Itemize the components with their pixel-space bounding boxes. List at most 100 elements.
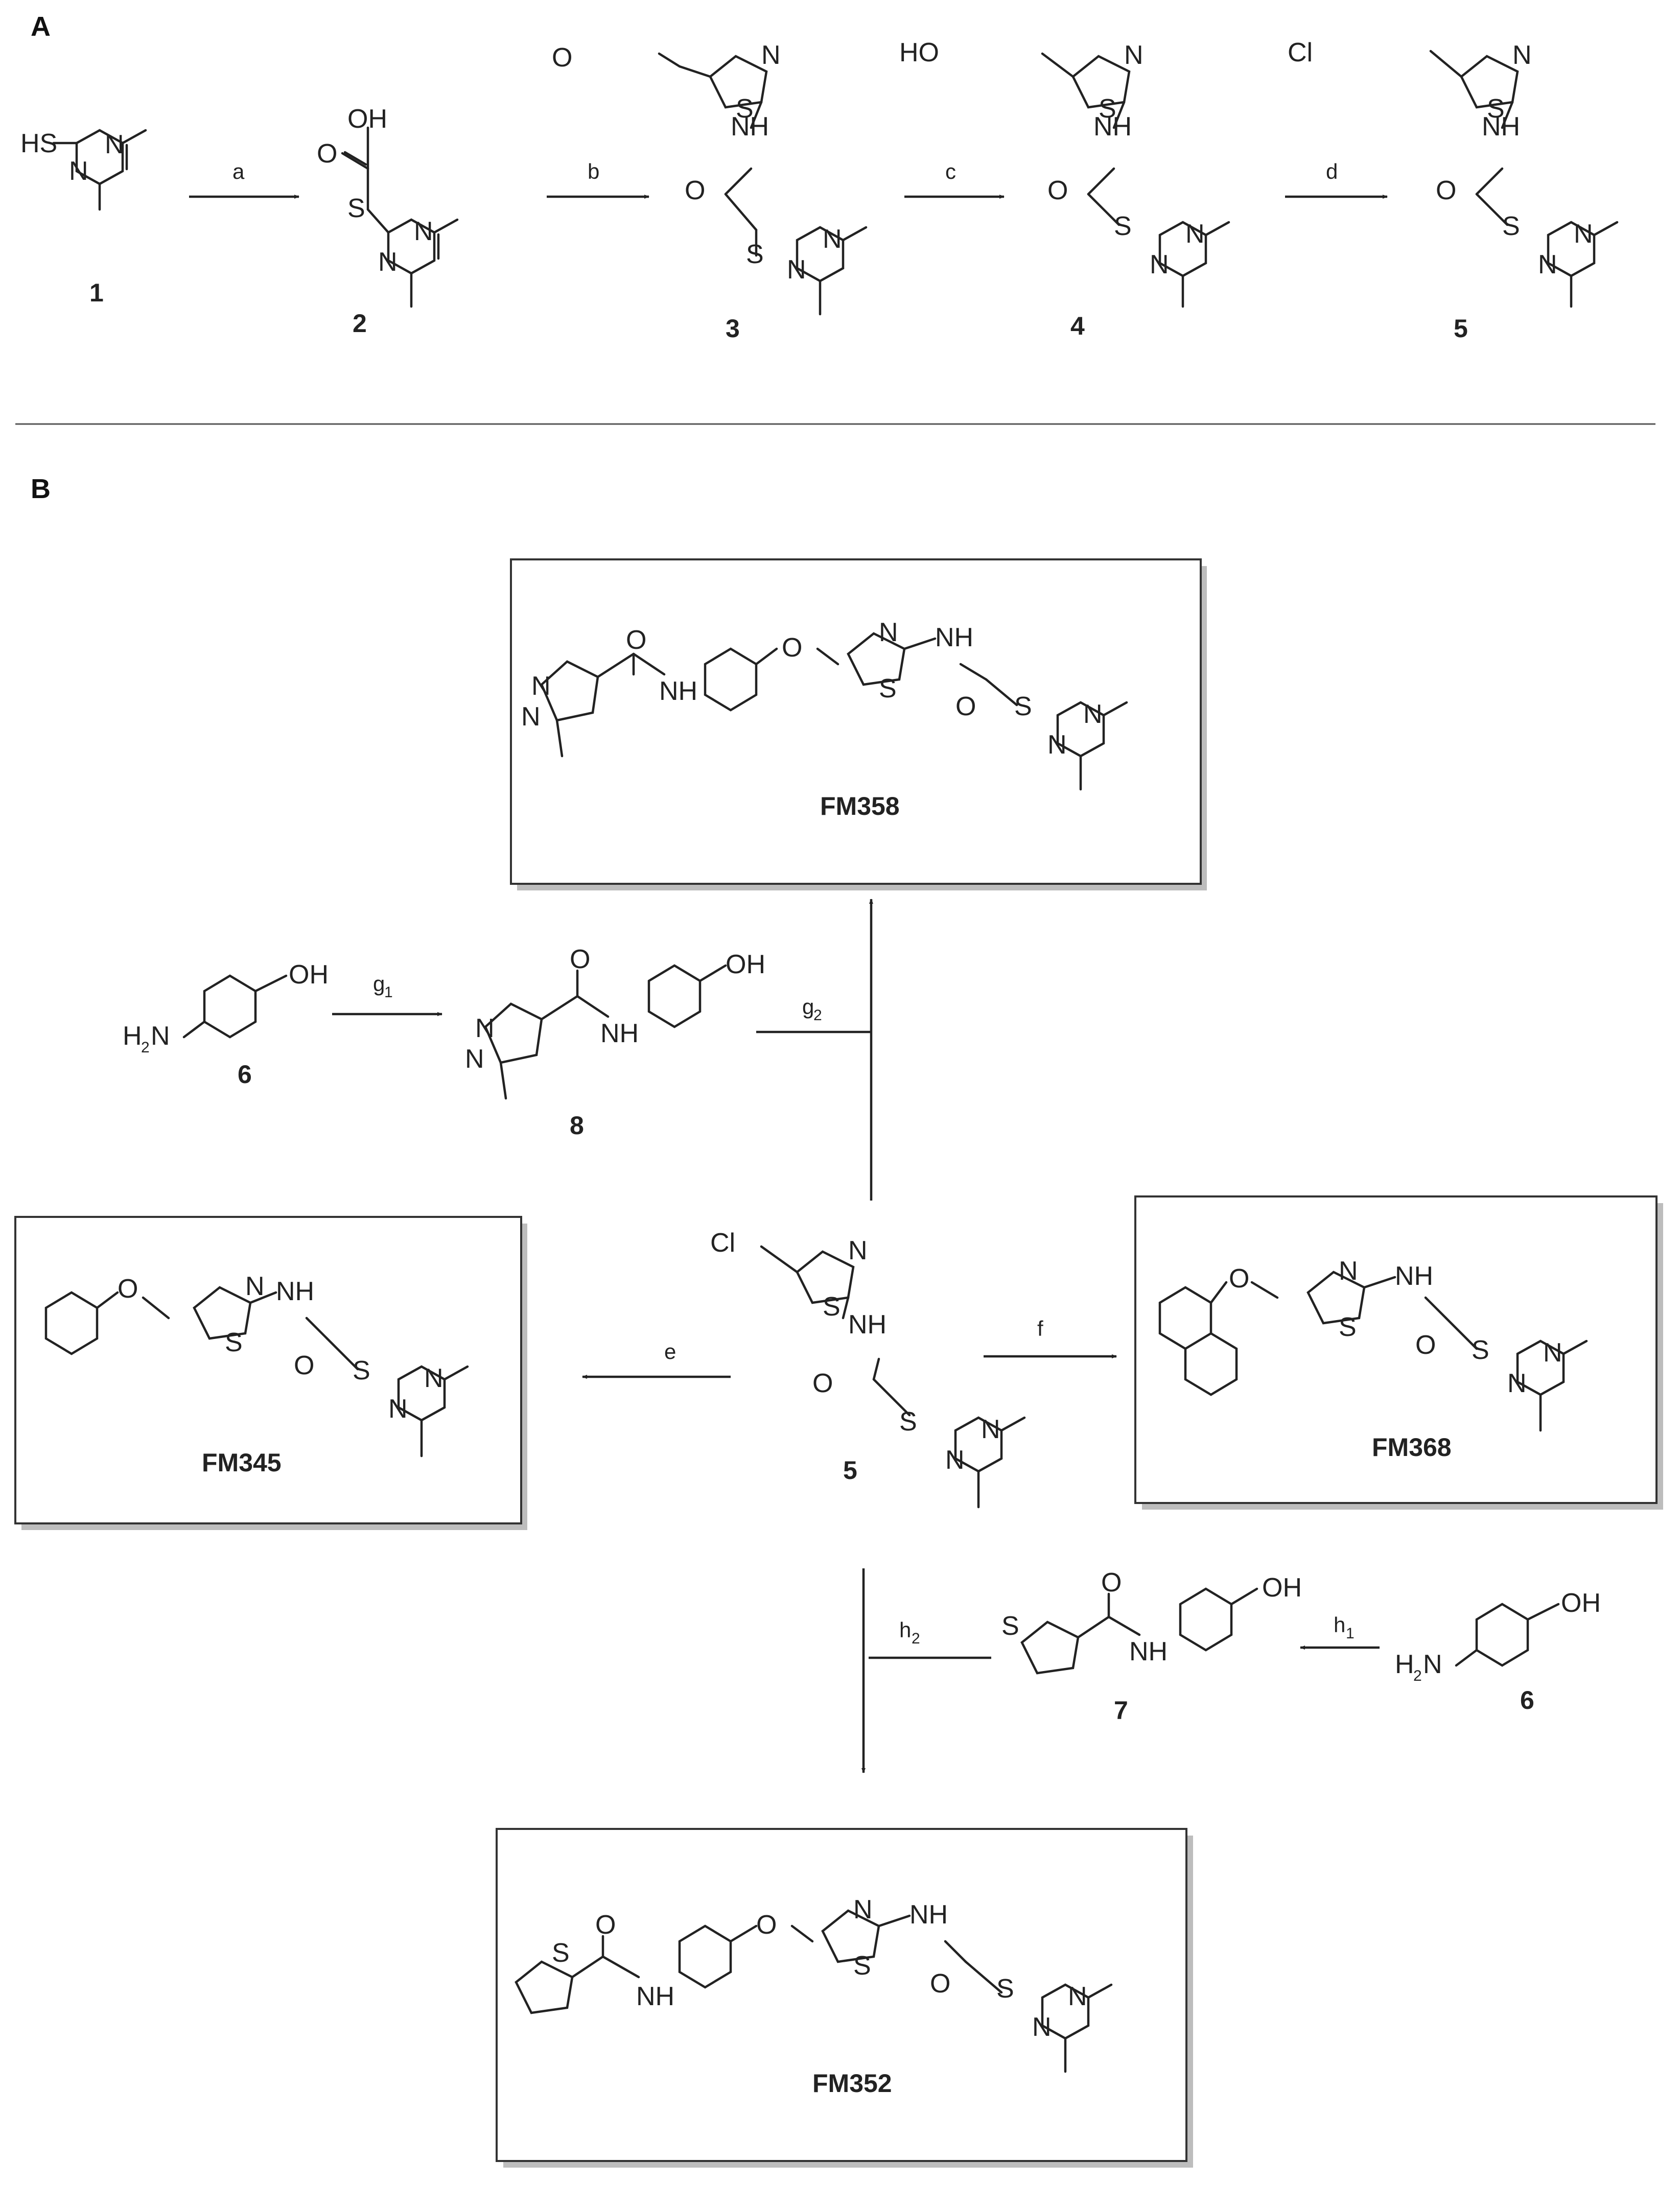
svg-text:a: a <box>232 159 245 183</box>
svg-text:O: O <box>1047 176 1068 205</box>
svg-text:H: H <box>1395 1650 1414 1679</box>
compound-6-top-structure: OH H 2 N <box>123 960 329 1056</box>
svg-text:N: N <box>823 224 842 254</box>
svg-text:O: O <box>930 1969 950 1999</box>
svg-text:N: N <box>1574 219 1593 249</box>
svg-text:N: N <box>879 618 898 647</box>
svg-text:NH: NH <box>276 1277 314 1306</box>
svg-text:O: O <box>1229 1264 1249 1294</box>
arrow-a: a <box>189 159 299 199</box>
svg-text:N: N <box>761 40 781 70</box>
svg-text:S: S <box>1099 94 1116 124</box>
compound-2-label: 2 <box>353 309 367 338</box>
compound-4-label: 4 <box>1070 312 1085 340</box>
svg-text:S: S <box>746 240 764 269</box>
svg-text:OH: OH <box>1262 1573 1302 1603</box>
svg-text:N: N <box>475 1014 495 1043</box>
svg-text:OH: OH <box>289 960 329 990</box>
svg-text:O: O <box>955 692 976 721</box>
compound-5-center-label: 5 <box>843 1456 857 1485</box>
fm352-box <box>496 1828 1187 2162</box>
svg-text:O: O <box>552 43 572 73</box>
svg-text:2: 2 <box>1413 1667 1422 1684</box>
svg-text:g: g <box>802 995 814 1019</box>
svg-text:N: N <box>245 1272 265 1301</box>
svg-text:2: 2 <box>813 1007 822 1024</box>
compound-8-label: 8 <box>570 1111 584 1140</box>
arrow-g2: g 2 <box>756 899 873 1201</box>
svg-text:Cl: Cl <box>710 1228 735 1258</box>
compound-7-label: 7 <box>1114 1696 1128 1725</box>
svg-text:HS: HS <box>20 129 57 158</box>
svg-text:S: S <box>823 1292 841 1322</box>
svg-text:S: S <box>1502 212 1520 241</box>
svg-text:N: N <box>1507 1369 1527 1398</box>
fm345-label: FM345 <box>202 1448 282 1477</box>
svg-text:NH: NH <box>731 112 769 142</box>
svg-text:S: S <box>1472 1335 1489 1365</box>
svg-text:O: O <box>782 633 802 663</box>
svg-text:2: 2 <box>912 1630 920 1647</box>
svg-text:N: N <box>1032 2012 1052 2042</box>
fm352-label: FM352 <box>812 2069 892 2098</box>
svg-text:S: S <box>899 1407 917 1437</box>
compound-5-label: 5 <box>1454 314 1468 343</box>
svg-text:c: c <box>945 159 956 183</box>
svg-text:N: N <box>1150 250 1169 279</box>
svg-text:NH: NH <box>848 1310 886 1340</box>
svg-text:N: N <box>1083 699 1103 729</box>
svg-text:S: S <box>1114 212 1132 241</box>
compound-8-structure: N N O NH OH <box>465 945 765 1100</box>
svg-text:O: O <box>1415 1330 1436 1360</box>
svg-text:N: N <box>1543 1338 1562 1368</box>
svg-text:N: N <box>1124 40 1144 70</box>
svg-text:h: h <box>899 1618 911 1642</box>
svg-text:S: S <box>853 1951 871 1981</box>
svg-text:O: O <box>756 1910 777 1940</box>
arrow-h1: h 1 <box>1300 1613 1380 1650</box>
svg-text:b: b <box>588 159 599 183</box>
section-label-b: B <box>31 474 51 504</box>
svg-text:S: S <box>1014 692 1032 721</box>
compound-5-structure: Cl N S NH O S N N <box>1288 38 1619 308</box>
compound-3-label: 3 <box>726 314 740 343</box>
svg-text:N: N <box>1047 730 1067 760</box>
svg-text:N: N <box>531 671 551 701</box>
fm345-structure: O N S NH O S N N <box>44 1272 469 1458</box>
svg-text:N: N <box>787 255 806 285</box>
svg-text:S: S <box>347 194 365 223</box>
svg-text:O: O <box>317 139 337 169</box>
svg-text:O: O <box>570 945 590 974</box>
fm368-label: FM368 <box>1372 1433 1452 1462</box>
svg-text:NH: NH <box>1129 1637 1168 1666</box>
compound-6-top-label: 6 <box>238 1060 252 1089</box>
compound-5-center-structure: Cl N S NH O S N N <box>710 1228 1026 1509</box>
svg-text:S: S <box>1339 1312 1357 1342</box>
svg-text:OH: OH <box>1561 1588 1601 1618</box>
svg-text:N: N <box>1538 250 1557 279</box>
arrow-g1: g 1 <box>332 972 442 1016</box>
compound-7-structure: S O NH OH <box>1001 1568 1302 1675</box>
arrow-b: b <box>547 159 649 199</box>
svg-text:O: O <box>294 1351 314 1380</box>
svg-text:O: O <box>685 176 705 205</box>
svg-text:N: N <box>981 1415 1000 1444</box>
svg-text:N: N <box>1185 219 1205 249</box>
svg-text:S: S <box>225 1328 243 1357</box>
svg-text:O: O <box>1436 176 1456 205</box>
svg-text:N: N <box>69 156 88 186</box>
arrow-d: d <box>1285 159 1388 199</box>
compound-2-structure: OH O S N N <box>317 104 459 308</box>
svg-text:1: 1 <box>1346 1625 1355 1642</box>
fm358-structure: N N O NH O N S NH O S N N <box>521 618 1128 791</box>
svg-text:O: O <box>1101 1568 1122 1597</box>
svg-text:OH: OH <box>347 104 387 134</box>
svg-text:d: d <box>1326 159 1338 183</box>
arrow-f: f <box>984 1317 1117 1358</box>
svg-text:N: N <box>424 1364 444 1393</box>
svg-text:NH: NH <box>659 676 697 706</box>
compound-1-label: 1 <box>89 278 104 307</box>
svg-text:S: S <box>736 94 754 124</box>
arrow-h2: h 2 <box>861 1568 991 1773</box>
